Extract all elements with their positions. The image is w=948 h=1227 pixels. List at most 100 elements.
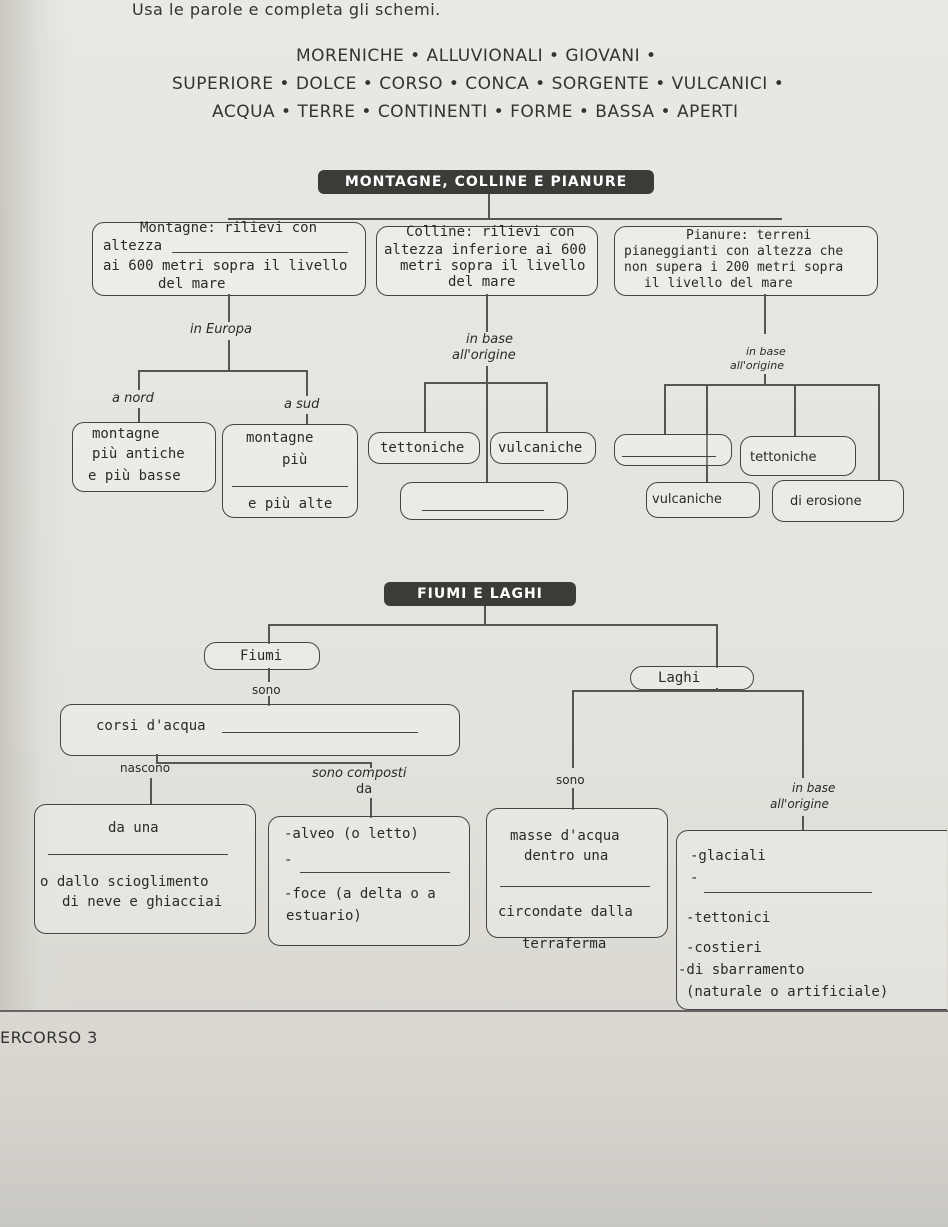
pianure-line: il livello del mare [644, 276, 793, 291]
origini-line: -di sbarramento [678, 962, 805, 978]
origini-line: (naturale o artificiale) [686, 984, 889, 1000]
fiumi-label: Fiumi [240, 648, 283, 664]
masse-line: masse d'acqua [510, 828, 620, 844]
colline-line: altezza inferiore ai 600 [384, 242, 587, 258]
word-bank-line-1: MORENICHE • ALLUVIONALI • GIOVANI • [296, 46, 657, 66]
connector [228, 218, 782, 220]
a-sud-label: a sud [284, 397, 320, 412]
nascono-label: nascono [120, 761, 171, 775]
da-una-line: di neve e ghiacciai [62, 894, 223, 910]
montagne-box [92, 222, 366, 296]
erosione-pianure: di erosione [790, 494, 862, 509]
montagne-sud-line: più [282, 452, 308, 468]
pianure-line: non supera i 200 metri sopra [624, 260, 844, 275]
colline-line: metri sopra il livello [400, 258, 586, 274]
blank-field[interactable] [172, 252, 348, 253]
origini-line: -glaciali [690, 848, 766, 864]
montagne-sud-line: montagne [246, 430, 314, 446]
tettoniche-colline-box [368, 432, 480, 464]
page-shadow-left [0, 0, 70, 1010]
origini-box [676, 830, 947, 1010]
in-europa-label: in Europa [190, 322, 252, 337]
montagne-nord-line: e più basse [88, 468, 181, 484]
sono-composti-label: da [356, 782, 373, 797]
connector [486, 366, 488, 382]
instruction-text: Usa le parole e completa gli schemi. [132, 0, 441, 19]
blank-field[interactable] [48, 854, 228, 855]
masse-box [486, 808, 668, 938]
connector [306, 414, 308, 424]
corsi-box [60, 704, 460, 756]
scheme2-title-banner: FIUMI E LAGHI [384, 582, 576, 606]
masse-line: dentro una [524, 848, 609, 864]
colline-blank-box [400, 482, 568, 520]
masse-line: circondate dalla [498, 904, 633, 920]
montagne-nord-line: montagne [92, 426, 160, 442]
connector [306, 370, 308, 396]
connector [802, 690, 804, 778]
connector [370, 798, 372, 818]
blank-field[interactable] [232, 486, 348, 487]
connector [228, 340, 230, 370]
connector [572, 690, 574, 768]
scheme1-title-banner: MONTAGNE, COLLINE E PIANURE [318, 170, 654, 194]
origini-line: - [690, 870, 699, 886]
connector [664, 384, 666, 434]
pianure-line: Pianure: terreni [686, 228, 812, 243]
connector [268, 624, 270, 644]
parts-line: -alveo (o letto) [284, 826, 419, 842]
blank-field[interactable] [300, 872, 450, 873]
montagne-nord-line: più antiche [92, 446, 185, 462]
sono-label: sono [252, 683, 281, 697]
connector [764, 294, 766, 334]
connector [150, 778, 152, 804]
parts-line: -foce (a delta o a [284, 886, 436, 902]
vulcaniche-pianure: vulcaniche [652, 492, 722, 507]
colline-line: Colline: rilievi con [406, 224, 575, 240]
origini-line: -tettonici [686, 910, 771, 926]
parts-line: - [284, 852, 293, 868]
masse-line: terraferma [522, 936, 607, 952]
montagne-sud-box [222, 424, 358, 518]
blank-field[interactable] [222, 732, 418, 733]
connector [488, 194, 490, 218]
pianure-blank-box [614, 434, 732, 466]
blank-field[interactable] [500, 886, 650, 887]
laghi-label: Laghi [658, 670, 701, 686]
in-base-colline: all'origine [452, 348, 516, 363]
connector [572, 788, 574, 810]
word-bank-line-2: SUPERIORE • DOLCE • CORSO • CONCA • SORG… [172, 74, 785, 94]
connector [546, 382, 548, 432]
colline-box [376, 226, 598, 296]
connector [138, 408, 140, 422]
connector [228, 294, 230, 322]
vulcaniche-colline-box [490, 432, 596, 464]
connector [424, 382, 426, 432]
in-base-laghi: in base [792, 781, 836, 795]
blank-field[interactable] [622, 456, 716, 457]
connector [268, 624, 718, 626]
blank-field[interactable] [422, 510, 544, 511]
fiumi-box [204, 642, 320, 670]
vulcaniche-colline: vulcaniche [498, 440, 583, 456]
tettoniche-pianure-box [740, 436, 856, 476]
parts-box [268, 816, 470, 946]
montagne-line: Montagne: rilievi con [140, 220, 318, 236]
in-base-colline: in base [466, 332, 513, 347]
connector [802, 816, 804, 830]
pianure-line: pianeggianti con altezza che [624, 244, 844, 259]
page-bottom-background [0, 1075, 948, 1227]
sono-laghi-label: sono [556, 773, 585, 787]
in-base-pianure: all'origine [730, 359, 784, 372]
a-nord-label: a nord [112, 391, 154, 406]
connector [716, 624, 718, 668]
in-base-laghi: all'origine [770, 797, 829, 811]
connector [764, 374, 766, 384]
montagne-nord-box [72, 422, 216, 492]
blank-field[interactable] [704, 892, 872, 893]
montagne-line: altezza [103, 238, 163, 254]
da-una-line: da una [108, 820, 159, 836]
connector [706, 384, 708, 482]
erosione-box [772, 480, 904, 522]
da-una-box [34, 804, 256, 934]
